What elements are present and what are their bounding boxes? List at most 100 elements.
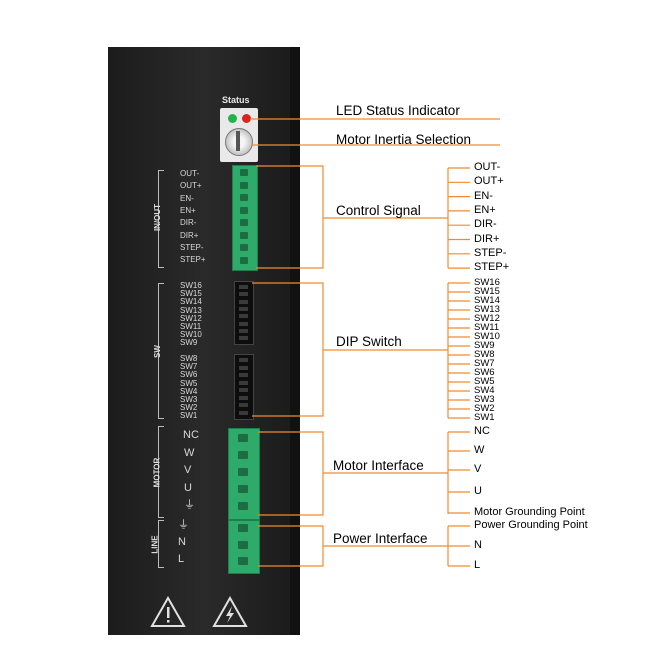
terminal-screw [240,194,248,201]
sw-label: SW8 [180,354,198,363]
legend-dip-item: SW16 [474,277,500,288]
dip-switch-toggle [239,373,248,377]
sw-label: SW13 [180,305,202,315]
dip-switch-toggle [239,395,248,400]
sw-label: SW6 [180,370,198,380]
sw-label: SW5 [180,378,198,388]
driver-panel-edge [290,47,300,635]
legend-dip-item: SW5 [474,376,495,387]
legend-power-item: Power Grounding Point [474,519,588,531]
legend-control-item: STEP- [474,246,507,259]
dip-switch-toggle [239,365,248,370]
sw-label: SW10 [180,330,202,340]
sw-label: SW12 [180,313,202,323]
motor-label: W [184,446,195,459]
io-bracket [158,170,164,268]
high-voltage-warning-icon [212,596,248,627]
legend-dip-item: SW7 [474,358,495,369]
dip-switch-toggle [239,292,248,297]
legend-power-item: N [474,539,482,551]
io-label: STEP+ [180,255,206,265]
callout-dip-switch: DIP Switch [336,334,402,349]
terminal-screw [240,244,248,251]
motor-bracket [158,426,164,518]
callout-motor-inertia: Motor Inertia Selection [336,132,472,147]
dip-switch-toggle [239,314,248,319]
terminal-screw [238,451,248,459]
legend-dip-item: SW8 [474,349,495,360]
io-label: OUT- [180,169,200,178]
legend-dip-item: SW2 [474,403,495,414]
sw-label: SW14 [180,297,202,307]
terminal-screw [240,181,248,189]
io-label: DIR- [180,218,197,228]
terminal-screw [238,557,248,565]
status-title: Status [222,95,250,105]
motor-label: NC [183,429,199,441]
callout-power-interface: Power Interface [333,531,428,546]
callout-control-signal: Control Signal [336,203,421,218]
motor-label: U [184,481,192,494]
legend-control-item: STEP+ [474,261,510,274]
sw-label: SW15 [180,289,202,299]
legend-power-item: L [474,559,481,571]
legend-control-item: OUT+ [474,175,504,188]
legend-control-item: OUT- [474,161,501,173]
dip-switch-toggle [239,285,248,289]
line-bracket [158,520,164,568]
motor-label: V [184,464,192,476]
legend-dip-item: SW15 [474,286,500,297]
legend-motor-item: W [474,444,485,456]
motor-label: ⏚ [184,499,195,511]
sw-label: SW11 [180,322,202,331]
line-label: N [178,536,186,548]
dip-switch-toggle [239,358,248,362]
terminal-screw [240,256,248,264]
io-label: OUT+ [180,181,202,191]
io-label: EN- [180,193,194,203]
legend-control-item: DIR+ [474,232,500,245]
line-label: L [178,553,185,565]
sw-label: SW3 [180,395,198,404]
terminal-screw [238,434,248,442]
legend-dip-item: SW13 [474,304,500,315]
terminal-screw [240,231,248,239]
terminal-screw [240,169,248,176]
terminal-screw [238,468,248,476]
io-label: DIR+ [180,230,199,240]
legend-motor-item: U [474,485,482,497]
legend-motor-item: NC [474,425,490,437]
terminal-screw [240,206,248,214]
dip-switch-toggle [239,388,248,392]
green-led-icon [228,114,237,123]
legend-control-item: EN+ [474,203,496,216]
terminal-screw [238,502,248,510]
dip-switch-toggle [239,336,248,341]
legend-dip-item: SW1 [474,412,495,423]
callout-led-status: LED Status Indicator [336,103,460,118]
io-label: STEP- [180,242,204,252]
sw-label: SW4 [180,386,198,396]
legend-dip-item: SW11 [474,322,500,333]
terminal-screw [238,524,248,532]
dip-switch-toggle [239,321,248,326]
terminal-screw [238,485,248,493]
legend-dip-item: SW6 [474,367,495,378]
legend-control-item: DIR- [474,218,497,231]
dip-switch-toggle [239,410,248,415]
sw-label: SW7 [180,362,198,372]
dip-switch-toggle [239,380,248,385]
callout-motor-interface: Motor Interface [333,458,424,473]
legend-dip-item: SW3 [474,394,495,405]
legend-dip-item: SW14 [474,295,500,306]
terminal-screw [240,219,248,226]
sw-label: SW2 [180,403,198,413]
dip-switch-toggle [239,306,248,311]
io-label: EN+ [180,205,196,215]
sw-label: SW9 [180,338,198,348]
line-label: ⏚ [178,519,189,531]
sw-label: SW16 [180,281,202,290]
legend-motor-item: Motor Grounding Point [474,506,585,518]
legend-dip-item: SW10 [474,331,500,342]
